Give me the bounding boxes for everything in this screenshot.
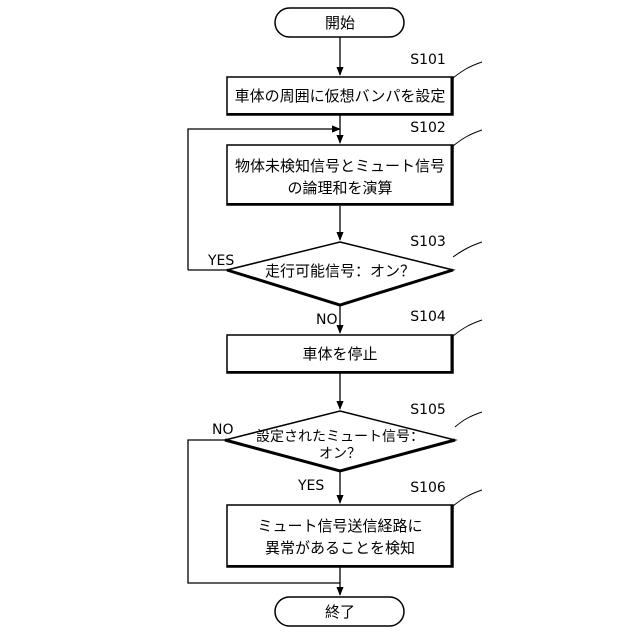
s103-id: S103 [410,234,446,250]
s103-label: 走行可能信号：オン？ [265,262,415,280]
s104-id: S104 [410,309,446,325]
start-label: 開始 [325,14,355,32]
s102-id: S102 [410,120,446,136]
step-s102: 物体未検知信号とミュート信号 の論理和を演算 S102 [227,120,482,206]
end-terminal: 終了 [275,597,404,626]
s102-label-line2: の論理和を演算 [287,179,392,197]
s105-yes-label: YES [297,478,324,494]
end-label: 終了 [325,603,355,621]
s105-id: S105 [410,402,446,418]
step-s101: 車体の周囲に仮想バンパを設定 S101 [227,52,482,116]
s103-yes-label: YES [207,253,234,269]
s101-label: 車体の周囲に仮想バンパを設定 [235,87,446,105]
s105-label-line1: 設定されたミュート信号： [256,429,424,445]
s104-label: 車体を停止 [302,345,377,363]
s101-id: S101 [410,52,446,68]
s106-id: S106 [410,480,446,496]
s106-label-line2: 異常があることを検知 [265,539,415,557]
step-s104: 車体を停止 S104 [227,309,482,374]
step-s106: ミュート信号送信経路に 異常があることを検知 S106 [227,480,482,568]
s106-label-line1: ミュート信号送信経路に [257,517,422,535]
start-terminal: 開始 [275,8,404,37]
s103-no-label: NO [316,312,338,328]
s105-no-label: NO [212,422,234,438]
s105-label-line2: オン？ [319,446,361,462]
s102-label-line1: 物体未検知信号とミュート信号 [235,157,445,175]
